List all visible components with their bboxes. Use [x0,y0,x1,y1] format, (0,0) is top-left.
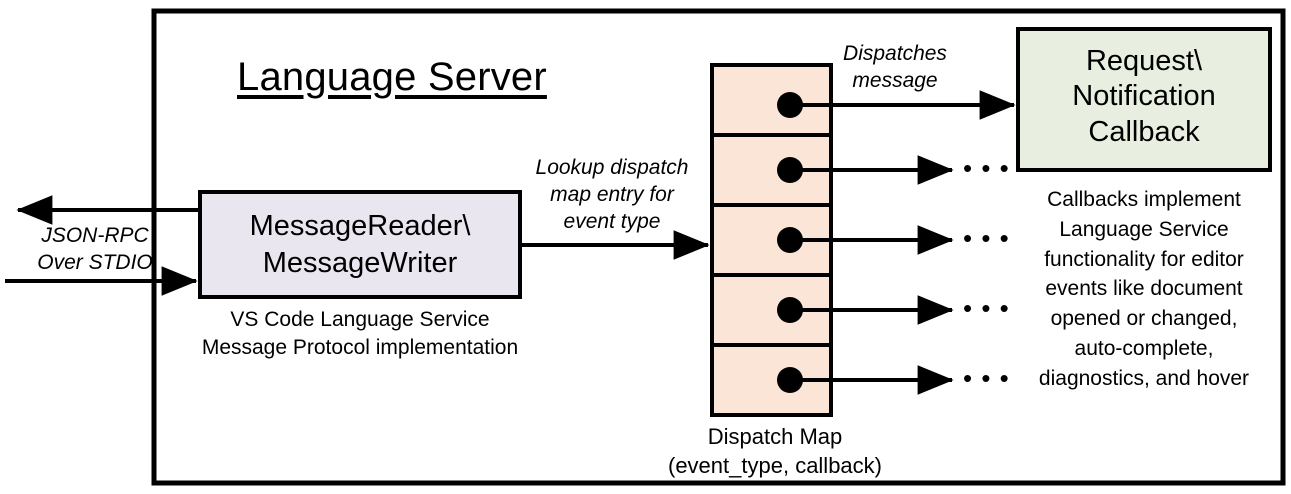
message-protocol-caption: VS Code Language Service Message Protoco… [201,308,519,359]
json-rpc-stdio-label: JSON-RPC Over STDIO [37,224,153,274]
dispatch-map-caption: Dispatch Map (event_type, callback) [668,424,882,479]
request-notification-callback-box [1016,27,1272,172]
ellipsis-row-5: • • • [963,363,1010,393]
language-server-boundary [151,8,1286,486]
ellipsis-row-2: • • • [963,153,1010,183]
page-title: Language Server [237,55,547,99]
callback-description: Callbacks implement Language Service fun… [1038,188,1250,390]
ellipsis-row-4: • • • [963,293,1010,323]
message-reader-writer-label: MessageReader\ MessageWriter [249,210,471,280]
callback-box-label: Request\ Notification Callback [1072,45,1216,148]
message-reader-writer-box [198,190,522,299]
ellipsis-row-3: • • • [963,223,1010,253]
lookup-dispatch-label: Lookup dispatch map entry for event type [535,156,689,233]
dispatches-message-label: Dispatches message [843,42,947,92]
